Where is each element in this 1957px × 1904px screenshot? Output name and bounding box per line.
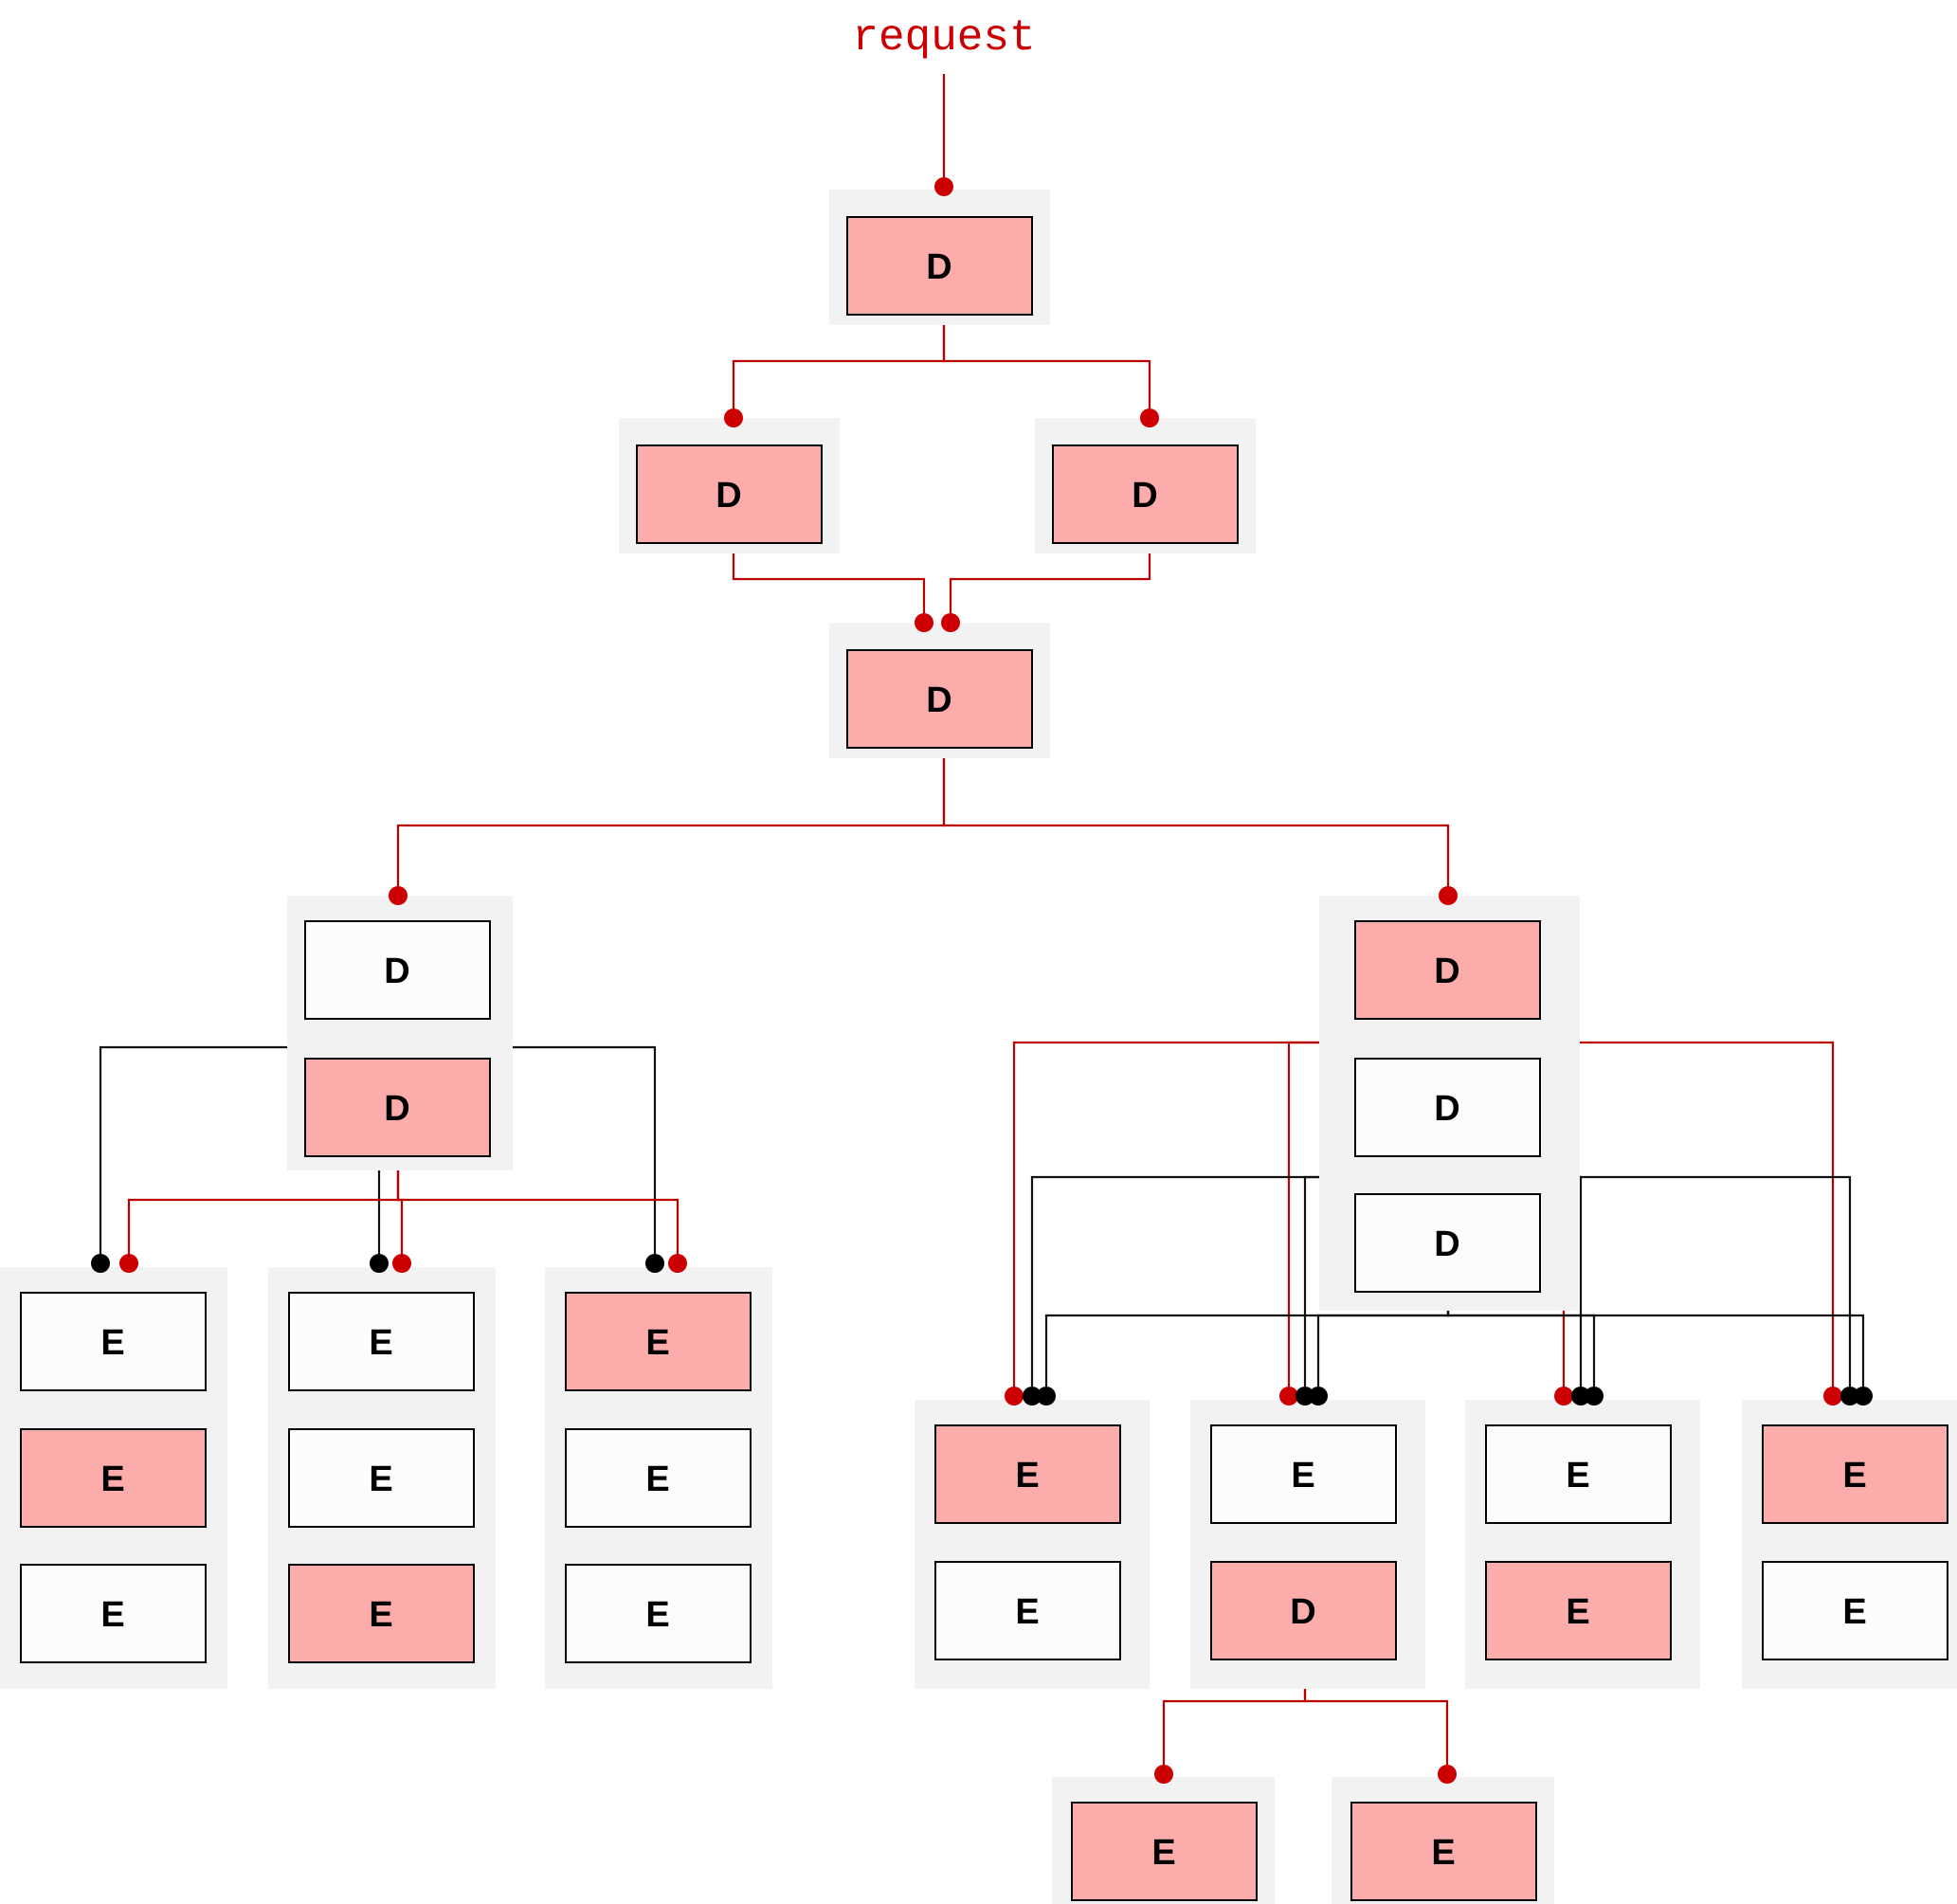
node-right-e4-a-label: E — [1842, 1456, 1866, 1496]
node-right-e4-b[interactable]: E — [1762, 1561, 1948, 1660]
node-left-e3-c[interactable]: E — [565, 1564, 752, 1663]
edge-leftdpink-to-e3 — [396, 1156, 680, 1260]
node-right-e1-b-label: E — [1015, 1592, 1039, 1632]
node-left-e1-c-label: E — [100, 1595, 124, 1635]
node-right-cluster-d-top-label: D — [1434, 952, 1459, 991]
node-left-e2-b-label: E — [369, 1460, 392, 1499]
arrow-dot-left-e1-red — [119, 1254, 138, 1273]
edge-merge-to-leftcluster — [396, 751, 946, 892]
node-left-e2-a[interactable]: E — [288, 1292, 475, 1391]
arrow-dot-left-e3-black — [645, 1254, 664, 1273]
node-left-e1-a[interactable]: E — [20, 1292, 207, 1391]
node-left-cluster-d-bottom-label: D — [384, 1089, 409, 1129]
node-right-e4-a[interactable]: E — [1762, 1424, 1948, 1524]
request-label: request — [852, 13, 1035, 63]
node-left-cluster-d-top-label: D — [384, 952, 409, 991]
node-left-e3-c-label: E — [645, 1595, 669, 1635]
node-leaf-e-left-label: E — [1151, 1833, 1175, 1873]
arrow-dot-merge-b — [941, 613, 960, 632]
arrow-dot-right-e2-black-2 — [1309, 1387, 1328, 1405]
arrow-dot-request — [934, 177, 953, 196]
edge-layer — [99, 74, 1865, 1772]
arrow-dot-right-e1-black-2 — [1037, 1387, 1056, 1405]
node-right-cluster-d-low[interactable]: D — [1354, 1193, 1541, 1293]
node-layer: D D D D D — [20, 216, 1948, 1901]
arrow-dot-merge-a — [915, 613, 933, 632]
node-right-e3-a-label: E — [1566, 1456, 1589, 1496]
node-left-cluster-d-top[interactable]: D — [304, 920, 491, 1020]
node-left-e1-a-label: E — [100, 1323, 124, 1363]
node-root-d[interactable]: D — [846, 216, 1033, 316]
arrow-dot-rightcluster — [1439, 886, 1458, 905]
arrow-dot-right-e3-red — [1554, 1387, 1573, 1405]
arrow-dot-leaf-left — [1154, 1765, 1173, 1784]
arrow-dot-leaf-right — [1438, 1765, 1457, 1784]
node-right-cluster-d-top[interactable]: D — [1354, 920, 1541, 1020]
node-leaf-e-left[interactable]: E — [1071, 1802, 1258, 1901]
node-right-e2-b-label: D — [1290, 1592, 1315, 1632]
arrow-dot-right-e4-black-2 — [1854, 1387, 1873, 1405]
arrow-dot-right-e3-black-2 — [1585, 1387, 1604, 1405]
node-left-e2-c-label: E — [369, 1595, 392, 1635]
edge-root-to-r2left — [732, 313, 946, 414]
arrow-dot-left-e2-red — [392, 1254, 411, 1273]
edge-root-to-r2right — [942, 313, 1151, 414]
node-right-e1-b[interactable]: E — [934, 1561, 1121, 1660]
node-left-e1-c[interactable]: E — [20, 1564, 207, 1663]
node-left-e3-b[interactable]: E — [565, 1428, 752, 1528]
node-r2-left-d[interactable]: D — [636, 444, 823, 544]
node-right-e2-a-label: E — [1291, 1456, 1314, 1496]
node-left-e3-a-label: E — [645, 1323, 669, 1363]
node-left-e2-b[interactable]: E — [288, 1428, 475, 1528]
node-right-e1-a[interactable]: E — [934, 1424, 1121, 1524]
node-left-e2-c[interactable]: E — [288, 1564, 475, 1663]
node-right-e3-b[interactable]: E — [1485, 1561, 1672, 1660]
node-r2-right-d[interactable]: D — [1052, 444, 1239, 544]
node-merge-d-label: D — [926, 680, 951, 720]
edge-r2left-to-merge — [732, 546, 926, 620]
node-left-e1-b[interactable]: E — [20, 1428, 207, 1528]
arrow-dot-right-e2-red — [1279, 1387, 1298, 1405]
node-right-e1-a-label: E — [1015, 1456, 1039, 1496]
arrow-dot-left-e1-black — [91, 1254, 110, 1273]
arrow-dot-right-e4-red — [1823, 1387, 1842, 1405]
node-left-e1-b-label: E — [100, 1460, 124, 1499]
arrow-dot-right-e4-black-1 — [1840, 1387, 1859, 1405]
arrow-dot-right-e1-red — [1005, 1387, 1024, 1405]
node-right-e2-a[interactable]: E — [1210, 1424, 1397, 1524]
node-right-cluster-d-mid-label: D — [1434, 1089, 1459, 1129]
node-right-cluster-d-low-label: D — [1434, 1224, 1459, 1264]
arrow-dot-right-e2-black-1 — [1296, 1387, 1314, 1405]
node-left-e2-a-label: E — [369, 1323, 392, 1363]
arrow-dot-right-e3-black-1 — [1571, 1387, 1590, 1405]
arrow-dot-right-e1-black-1 — [1023, 1387, 1042, 1405]
node-root-d-label: D — [926, 247, 951, 287]
node-right-e3-a[interactable]: E — [1485, 1424, 1672, 1524]
node-right-e2-b[interactable]: D — [1210, 1561, 1397, 1660]
node-right-e3-b-label: E — [1566, 1592, 1589, 1632]
arrow-dot-r2left — [724, 408, 743, 427]
node-right-e4-b-label: E — [1842, 1592, 1866, 1632]
dot-layer — [91, 177, 1873, 1784]
node-right-cluster-d-mid[interactable]: D — [1354, 1058, 1541, 1157]
node-left-e3-a[interactable]: E — [565, 1292, 752, 1391]
arrow-dot-r2right — [1140, 408, 1159, 427]
edge-merge-to-rightcluster — [942, 751, 1450, 892]
node-left-cluster-d-bottom[interactable]: D — [304, 1058, 491, 1157]
node-merge-d[interactable]: D — [846, 649, 1033, 749]
arrow-dot-left-e3-red — [668, 1254, 687, 1273]
node-left-e3-b-label: E — [645, 1460, 669, 1499]
arrow-dot-left-e2-black — [370, 1254, 389, 1273]
node-leaf-e-right-label: E — [1431, 1833, 1455, 1873]
node-r2-left-d-label: D — [716, 476, 741, 516]
node-leaf-e-right[interactable]: E — [1350, 1802, 1537, 1901]
edge-leftdpink-to-e1 — [127, 1156, 400, 1260]
arrow-dot-leftcluster — [389, 886, 408, 905]
edge-r2right-to-merge — [949, 546, 1151, 620]
node-r2-right-d-label: D — [1132, 476, 1157, 516]
